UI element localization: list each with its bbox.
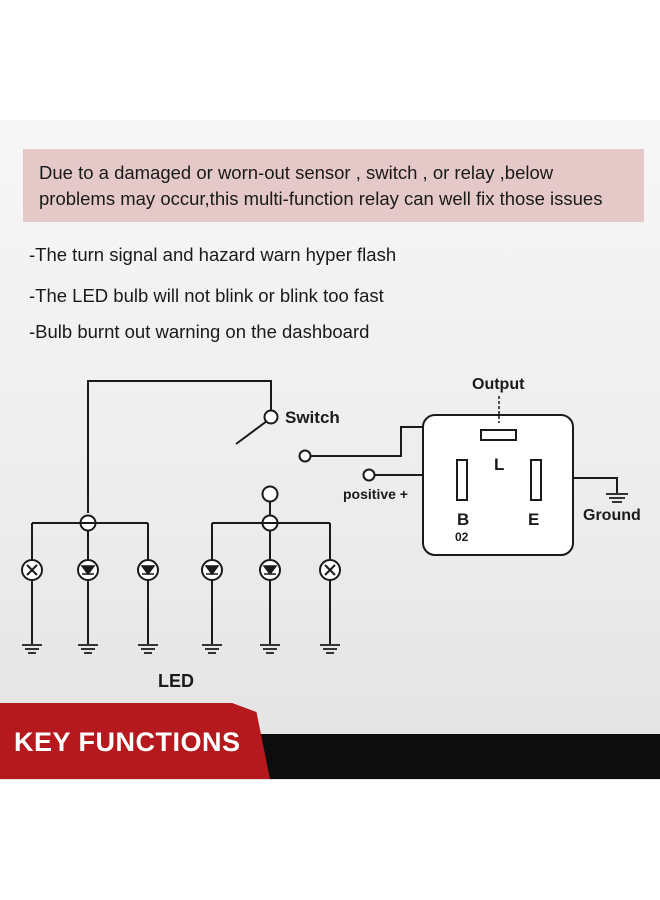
switch-input-terminal [298,449,312,463]
pin-b-sub-label: 02 [455,530,469,544]
pin-l-terminal [480,429,517,441]
banner-title: KEY FUNCTIONS [14,727,241,757]
pin-e-terminal [530,459,542,501]
relay-body [422,414,574,556]
led-diode-icon [137,559,159,581]
positive-label: positive + [343,486,408,502]
intro-callout: Due to a damaged or worn-out sensor , sw… [23,149,644,222]
led-label: LED [158,671,194,691]
pin-l-label: L [494,455,504,474]
ground-symbol-icon [606,493,628,503]
positive-terminal [362,468,376,482]
output-label: Output [472,376,525,393]
banner-black-bar [240,734,660,779]
top-terminal [261,485,279,503]
ground-symbol-icon [202,644,340,654]
switch-terminal [263,409,279,425]
ground-label: Ground [583,507,641,524]
right-ground-wires [211,580,331,644]
switch-input-wire [311,426,423,457]
wiring-diagram: Switch LED Output positive + Ground L B … [21,376,641,691]
problem-item-1: -The turn signal and hazard warn hyper f… [29,244,397,265]
intro-line-2: problems may occur,this multi-function r… [39,188,603,209]
left-drops [31,523,149,560]
left-ground-wires [31,580,149,644]
led-diode-icon [77,559,99,581]
lamp-x-icon [319,559,341,581]
ground-symbol-icon [22,644,158,654]
right-drops [211,523,331,560]
pin-e-label: E [528,510,539,529]
intro-line-1: Due to a damaged or worn-out sensor , sw… [39,162,554,183]
problem-item-2: -The LED bulb will not blink or blink to… [29,285,384,306]
led-diode-icon [259,559,281,581]
switch-label: Switch [285,408,340,427]
switch-wire [87,380,272,513]
banner-red-tab [0,703,270,779]
problem-item-3: -Bulb burnt out warning on the dashboard [29,321,370,342]
switch-lever [235,420,268,445]
lamp-x-icon [21,559,43,581]
pin-b-terminal [456,459,468,501]
pin-b-label: B [457,510,469,529]
ground-wire [573,477,618,493]
led-diode-icon [201,559,223,581]
